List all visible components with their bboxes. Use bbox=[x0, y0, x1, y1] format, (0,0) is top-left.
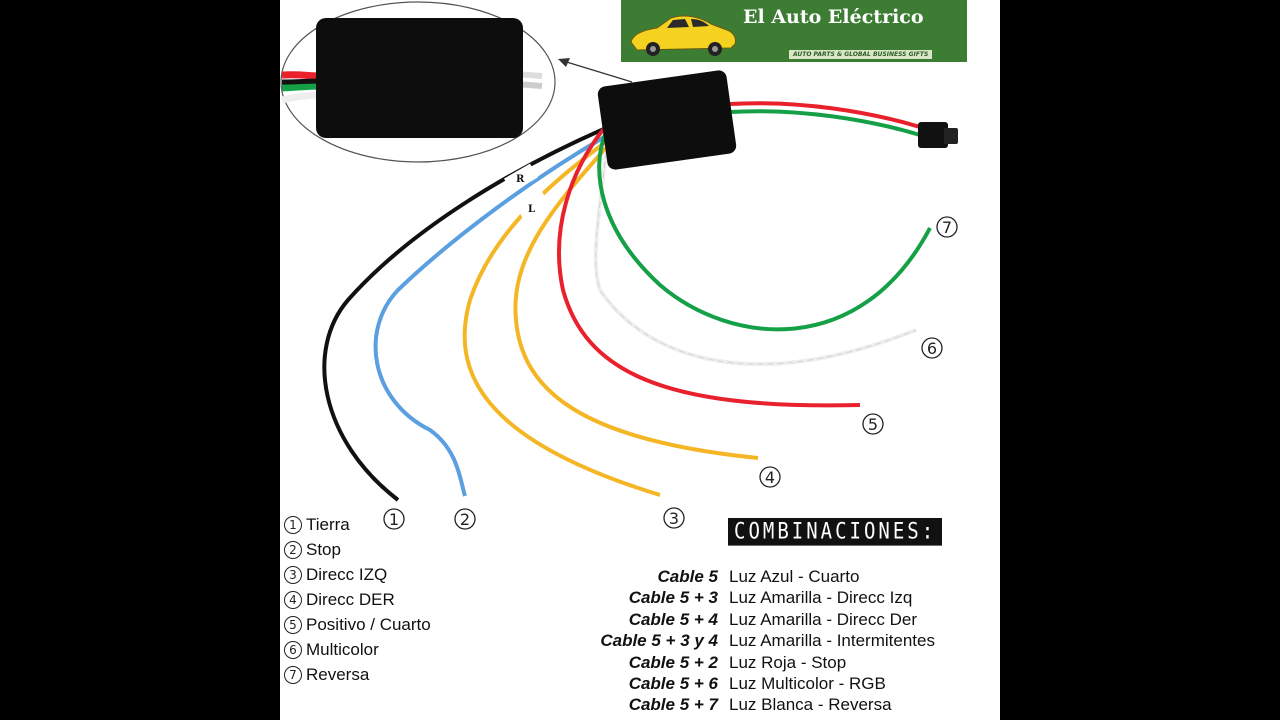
wire-output-red bbox=[729, 101, 921, 129]
legend-label: Direcc IZQ bbox=[306, 564, 388, 584]
legend-label: Stop bbox=[306, 539, 341, 559]
legend-item: 4 Direcc DER bbox=[284, 587, 431, 612]
combination-cable: Cable 5 + 6 bbox=[628, 673, 718, 693]
combination-cable: Cable 5 + 3 y 4 bbox=[600, 631, 718, 651]
svg-text:3: 3 bbox=[669, 509, 679, 528]
wiring-illustration: R L 1 2 3 4 5 bbox=[280, 1, 958, 530]
diagram-panel: R L 1 2 3 4 5 bbox=[280, 0, 1000, 720]
combinations-list: Cable 5 Luz Azul - Cuarto Cable 5 + 3 Lu… bbox=[560, 567, 1000, 717]
sports-car-icon bbox=[630, 15, 736, 56]
legend-label: Tierra bbox=[306, 514, 350, 534]
combination-cable: Cable 5 + 2 bbox=[628, 652, 718, 672]
combination-desc: Luz Azul - Cuarto bbox=[729, 567, 860, 586]
zoom-inset bbox=[280, 1, 556, 163]
wire-number-3: 3 bbox=[663, 507, 685, 529]
svg-text:7: 7 bbox=[942, 218, 952, 237]
brand-banner: El Auto Eléctrico AUTO PARTS & GLOBAL BU… bbox=[621, 0, 967, 62]
combination-desc: Luz Amarilla - Direcc Der bbox=[729, 609, 917, 629]
connector-plug bbox=[918, 122, 958, 148]
control-module bbox=[597, 70, 737, 170]
legend-number: 5 bbox=[284, 615, 302, 634]
wire-7-green bbox=[597, 131, 932, 332]
legend-number: 2 bbox=[284, 540, 302, 559]
combination-desc: Luz Roja - Stop bbox=[729, 652, 847, 672]
combination-cable: Cable 5 bbox=[657, 567, 718, 586]
wire-number-2: 2 bbox=[454, 508, 476, 530]
module-closeup bbox=[316, 18, 523, 138]
wire-2-blue bbox=[373, 134, 608, 497]
zoom-arrow bbox=[559, 59, 633, 83]
combination-row: Cable 5 + 6 Luz Multicolor - RGB bbox=[560, 674, 1000, 695]
legend-item: 6 Multicolor bbox=[284, 637, 431, 662]
legend-label: Multicolor bbox=[306, 639, 379, 659]
legend-label: Reversa bbox=[306, 664, 370, 684]
svg-text:4: 4 bbox=[765, 468, 775, 487]
combination-row: Cable 5 Luz Azul - Cuarto bbox=[560, 567, 1000, 588]
combination-cable: Cable 5 + 7 bbox=[628, 695, 718, 715]
legend-item: 3 Direcc IZQ bbox=[284, 562, 431, 587]
combination-row: Cable 5 + 4 Luz Amarilla - Direcc Der bbox=[560, 610, 1000, 631]
wire-number-7: 7 bbox=[936, 216, 958, 238]
brand-title: El Auto Eléctrico bbox=[743, 6, 924, 28]
svg-text:L: L bbox=[528, 204, 535, 215]
wire-3-yellow bbox=[462, 140, 661, 497]
combination-cable: Cable 5 + 3 bbox=[628, 588, 718, 608]
wire-tag-l: L bbox=[516, 191, 550, 221]
legend-item: 5 Positivo / Cuarto bbox=[284, 612, 431, 637]
legend-number: 4 bbox=[284, 590, 302, 609]
wire-4-yellow bbox=[513, 146, 759, 460]
svg-text:5: 5 bbox=[868, 415, 878, 434]
legend-item: 7 Reversa bbox=[284, 662, 431, 687]
svg-text:R: R bbox=[516, 174, 525, 185]
svg-text:2: 2 bbox=[460, 510, 470, 529]
wire-5-red bbox=[557, 124, 861, 408]
legend-number: 7 bbox=[284, 665, 302, 684]
combination-desc: Luz Blanca - Reversa bbox=[729, 695, 892, 715]
wire-number-1: 1 bbox=[383, 508, 405, 530]
wire-number-6: 6 bbox=[921, 337, 943, 359]
combinations-title: COMBINACIONES: bbox=[728, 518, 943, 546]
combination-desc: Luz Amarilla - Direcc Izq bbox=[729, 588, 913, 608]
legend-label: Positivo / Cuarto bbox=[306, 614, 431, 634]
combination-row: Cable 5 + 7 Luz Blanca - Reversa bbox=[560, 695, 1000, 716]
wire-number-4: 4 bbox=[759, 466, 781, 488]
legend-item: 2 Stop bbox=[284, 537, 431, 562]
wire-number-5: 5 bbox=[862, 413, 884, 435]
brand-tagline: AUTO PARTS & GLOBAL BUSINESS GIFTS bbox=[789, 50, 933, 59]
wire-6-white bbox=[593, 151, 917, 367]
legend-number: 6 bbox=[284, 640, 302, 659]
combination-row: Cable 5 + 3 Luz Amarilla - Direcc Izq bbox=[560, 588, 1000, 609]
combination-row: Cable 5 + 2 Luz Roja - Stop bbox=[560, 653, 1000, 674]
combination-cable: Cable 5 + 4 bbox=[628, 609, 718, 629]
wire-legend: 1 Tierra 2 Stop 3 Direcc IZQ 4 Direcc DE… bbox=[284, 512, 431, 687]
svg-text:1: 1 bbox=[389, 510, 399, 529]
legend-number: 1 bbox=[284, 515, 302, 534]
legend-label: Direcc DER bbox=[306, 589, 395, 609]
combination-row: Cable 5 + 3 y 4 Luz Amarilla - Intermite… bbox=[560, 631, 1000, 652]
legend-item: 1 Tierra bbox=[284, 512, 431, 537]
combination-desc: Luz Multicolor - RGB bbox=[729, 673, 886, 693]
combination-desc: Luz Amarilla - Intermitentes bbox=[729, 631, 935, 651]
legend-number: 3 bbox=[284, 565, 302, 584]
svg-text:6: 6 bbox=[927, 339, 937, 358]
wire-output-green bbox=[729, 109, 921, 137]
wire-tag-r: R bbox=[504, 163, 538, 193]
